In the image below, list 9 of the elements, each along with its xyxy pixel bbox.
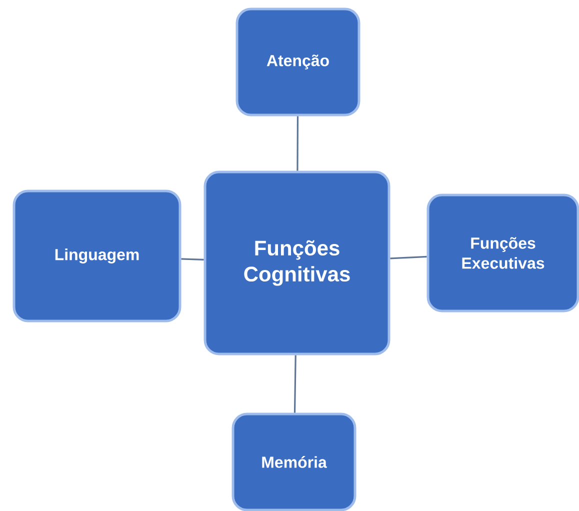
concept-box: Funções Cognitivas xyxy=(204,170,390,356)
concept-box: Atenção xyxy=(236,8,360,116)
concept-box: Memória xyxy=(232,412,356,511)
concept-box: Funções Executivas xyxy=(426,194,579,312)
connector-line xyxy=(181,258,204,261)
concept-box: Linguagem xyxy=(12,190,182,322)
connector-line xyxy=(390,256,427,260)
connector-line xyxy=(294,355,296,413)
connector-line xyxy=(296,116,299,171)
